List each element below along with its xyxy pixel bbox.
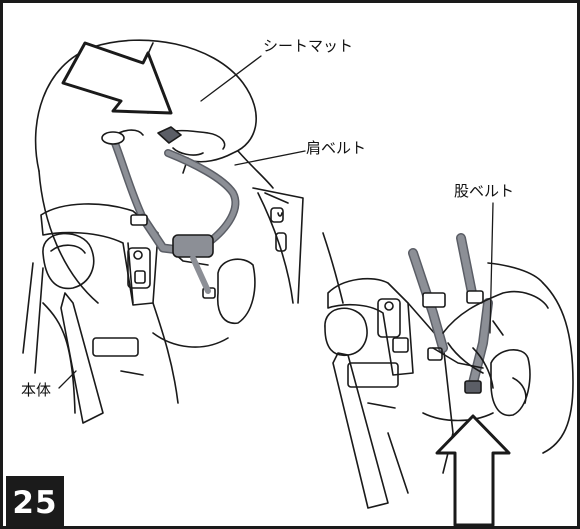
push-arrow-up <box>435 414 511 526</box>
leader-lines <box>58 55 494 389</box>
crotch-belt-label: 股ベルト <box>454 182 515 200</box>
push-arrow-down <box>61 41 173 115</box>
main-body-label: 本体 <box>21 381 52 399</box>
seat-mat-label: シートマット <box>263 37 354 55</box>
high-chair-illustration <box>22 39 574 526</box>
step-number-badge: 25 <box>6 476 64 526</box>
right-chair-drawing <box>322 232 574 526</box>
left-chair-drawing <box>22 39 304 424</box>
shoulder-belt-label: 肩ベルト <box>306 139 367 157</box>
